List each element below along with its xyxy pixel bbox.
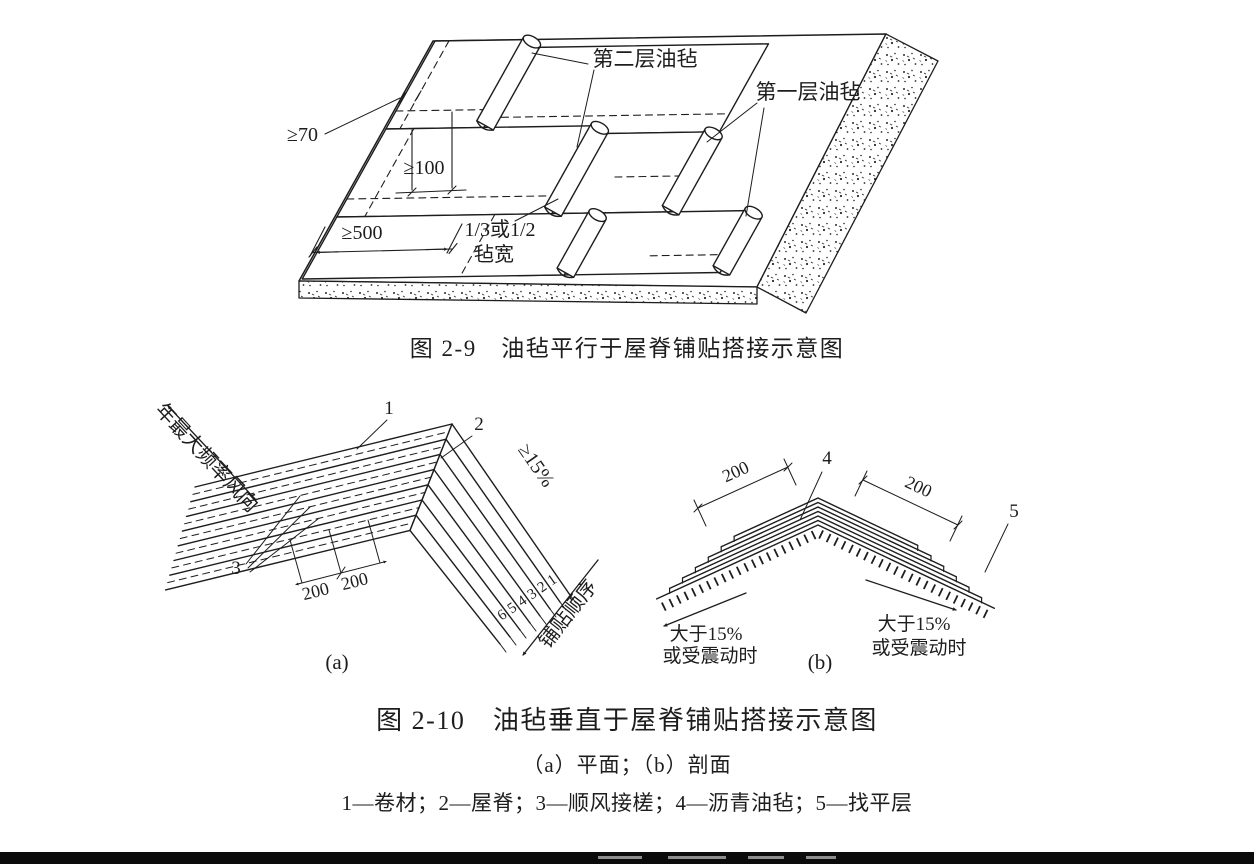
callout-1: 1 bbox=[384, 398, 394, 419]
scan-edge-dash bbox=[748, 856, 784, 859]
section-dimension-marks bbox=[693, 458, 963, 542]
second-layer-label: 第二层油毡 bbox=[593, 47, 698, 71]
dim-200-label: 200 bbox=[719, 457, 752, 486]
slab-right-edge-concrete bbox=[756, 33, 939, 314]
slope-note-left-line2: 或受震动时 bbox=[662, 645, 757, 667]
scan-edge-dash bbox=[668, 856, 726, 859]
callout-4: 4 bbox=[822, 448, 832, 469]
section-felt-layers bbox=[656, 497, 995, 609]
sequence-number: 1 bbox=[545, 572, 560, 589]
plan-leader-lines bbox=[245, 419, 473, 573]
sublabel-b: (b) bbox=[808, 650, 833, 674]
figure-2-9-caption: 图 2-9 油毡平行于屋脊铺贴搭接示意图 bbox=[409, 336, 845, 361]
figure-2-9-texts: 第二层油毡 第一层油毡 ≥70 ≥100 ≥500 1/3或1/2 毡宽 bbox=[287, 47, 860, 266]
dimension-marks bbox=[308, 90, 467, 258]
scan-edge-dash bbox=[806, 856, 836, 859]
section-leader-lines bbox=[799, 471, 1009, 573]
dim-500-label: ≥500 bbox=[342, 222, 383, 244]
callout-5: 5 bbox=[1009, 501, 1019, 522]
eave-edge-ticks bbox=[499, 594, 577, 653]
slope-note-right-line1: 大于15% bbox=[878, 613, 951, 635]
slope-note-left-line1: 大于15% bbox=[670, 623, 743, 645]
figure-2-10-subcaption: （a）平面；（b）剖面 bbox=[522, 753, 732, 777]
plan-dimension-marks bbox=[289, 519, 387, 586]
overlap-note-line1: 1/3或1/2 bbox=[464, 218, 535, 241]
callout-2: 2 bbox=[474, 414, 484, 435]
slope-note-arrow-right bbox=[865, 579, 957, 611]
felt-roll bbox=[712, 205, 763, 276]
scan-edge-bar bbox=[0, 852, 1254, 864]
dim-200-label: 200 bbox=[902, 472, 935, 502]
overlap-note-line2: 毡宽 bbox=[474, 243, 514, 266]
first-layer-label: 第一层油毡 bbox=[756, 80, 861, 104]
leader-lines bbox=[324, 52, 765, 222]
slab-front-edge-concrete bbox=[298, 280, 758, 305]
felt-roll bbox=[661, 126, 723, 216]
felt-roll bbox=[543, 120, 610, 218]
dim-100-label: ≥100 bbox=[404, 157, 445, 179]
dim-70-label: ≥70 bbox=[287, 124, 318, 146]
figure-2-10a-drawing bbox=[164, 405, 599, 656]
laying-order-arrow bbox=[522, 559, 599, 656]
felt-roll bbox=[476, 34, 542, 131]
felt-rolls bbox=[476, 34, 763, 279]
figure-2-10b-drawing bbox=[656, 458, 1009, 627]
figure-2-10-legend: 1—卷材；2—屋脊；3—顺风接槎；4—沥青油毡；5—找平层 bbox=[341, 791, 913, 815]
lap-lines-dashed bbox=[346, 40, 731, 278]
slope-note-arrow-left bbox=[663, 592, 747, 627]
sublabel-a: (a) bbox=[325, 650, 348, 674]
plan-lap-lines-dashed bbox=[167, 431, 450, 584]
felt-roll bbox=[556, 208, 607, 279]
wind-direction-arrow bbox=[167, 405, 257, 501]
scan-edge-dash bbox=[598, 856, 642, 859]
figure-2-10-caption: 图 2-10 油毡垂直于屋脊铺贴搭接示意图 bbox=[376, 706, 878, 735]
figure-2-9-drawing bbox=[298, 33, 939, 314]
callout-3: 3 bbox=[231, 558, 241, 579]
figure-2-10b-texts: 4 5 200 200 大于15% 或受震动时 大于15% 或受震动时 (b) bbox=[662, 448, 1018, 674]
slope-note-right-line2: 或受震动时 bbox=[871, 637, 966, 659]
wind-direction-label: 年最大频率风向 bbox=[151, 399, 263, 517]
layer-end-steps bbox=[669, 535, 983, 604]
slope-percent-label: ≥15% bbox=[513, 440, 558, 492]
